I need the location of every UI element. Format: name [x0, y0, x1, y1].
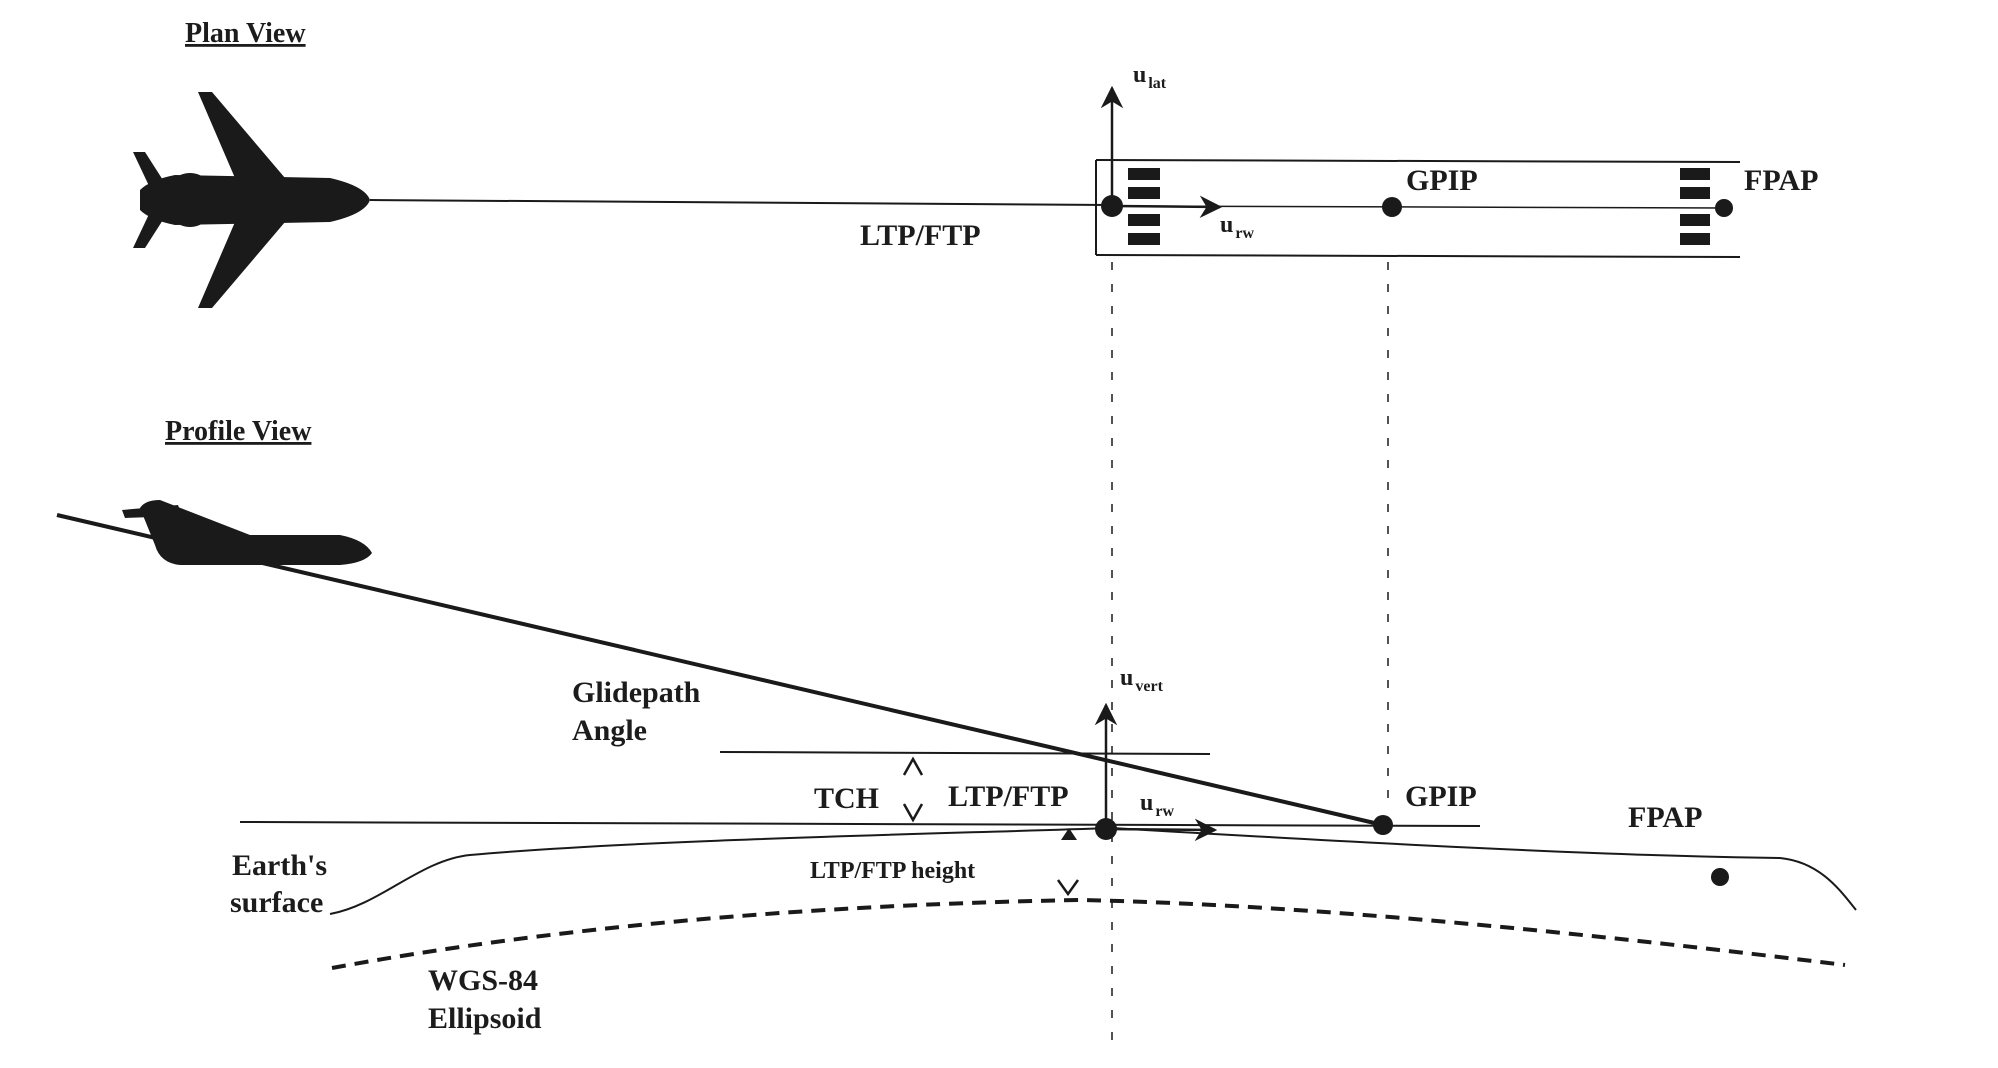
wgs84-ellipsoid-line	[331, 897, 1846, 970]
plan-view: Plan View	[133, 18, 1818, 308]
wgs84-label-line2: Ellipsoid	[428, 1002, 542, 1035]
ltp-ftp-height-label: LTP/FTP height	[810, 858, 975, 884]
height-arrow-up	[1061, 828, 1077, 840]
u-rw-profile-arrow	[1105, 818, 1218, 842]
gpip-point	[1382, 197, 1402, 217]
glidepath-label-line2: Angle	[572, 714, 647, 747]
earth-surface-label-line2: surface	[230, 886, 323, 919]
profile-view-heading: Profile View	[165, 416, 312, 447]
wgs84-label-line1: WGS-84	[428, 964, 538, 997]
tch-arrow-down	[902, 803, 924, 823]
threshold-bars-right	[1680, 168, 1710, 245]
earth-surface-label-line1: Earth's	[232, 849, 327, 882]
fpap-profile-point	[1711, 868, 1729, 886]
ltp-ftp-label: LTP/FTP	[860, 219, 981, 252]
gpip-label: GPIP	[1406, 164, 1478, 197]
glidepath-line	[56, 513, 1384, 827]
fpap-label: FPAP	[1744, 164, 1818, 197]
threshold-bars-left	[1128, 168, 1160, 245]
gpip-profile-point	[1373, 815, 1393, 835]
ltp-ftp-profile-label: LTP/FTP	[948, 780, 1069, 813]
plan-view-heading: Plan View	[185, 18, 306, 49]
gpip-profile-label: GPIP	[1405, 780, 1477, 813]
u-rw-arrow	[1111, 195, 1223, 219]
glidepath-label-line1: Glidepath	[572, 676, 701, 709]
tch-arrow-up	[902, 756, 924, 776]
aircraft-plan-icon	[133, 92, 370, 308]
fpap-profile-label: FPAP	[1628, 801, 1702, 834]
fpap-point	[1715, 199, 1733, 217]
tch-label: TCH	[814, 782, 879, 815]
aircraft-profile-icon	[122, 500, 372, 565]
height-arrow-down	[1056, 879, 1080, 897]
